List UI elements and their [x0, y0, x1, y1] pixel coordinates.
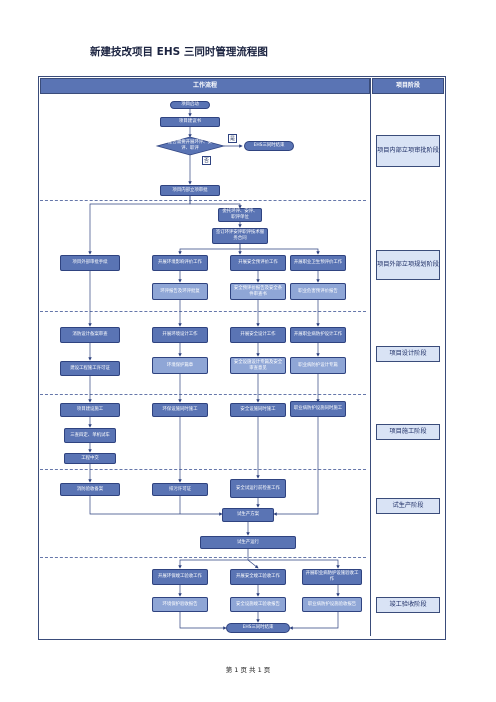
header-work-flow: 工作流程 [40, 78, 370, 94]
node-entrust: 委托环评、安评、职评单位 [218, 208, 262, 222]
node-emission-permit: 排污许可证 [152, 483, 208, 496]
node-permit: 建设工程施工许可证 [60, 361, 120, 376]
node-fire-design: 消防设计备案审查 [60, 327, 120, 343]
page-footer: 第 1 页 共 1 页 [225, 666, 271, 674]
node-env-construct: 环保设施同时施工 [152, 403, 208, 417]
node-ohs-plan: 职业病防护设计专篇 [290, 357, 346, 374]
phase-divider-2 [40, 311, 366, 312]
node-ohs: 开展职业卫生预评价工作 [290, 255, 346, 271]
node-trial-plan: 试生产方案 [222, 508, 274, 522]
node-ehs-end-top: EHS三同时结束 [244, 141, 294, 151]
phase-external-approval: 项目外部立项规划阶段 [376, 250, 440, 280]
node-eia-report: 环评报告及环评批复 [152, 283, 208, 300]
node-safety-report2: 安全设施竣工验收报告 [230, 597, 286, 612]
node-safety-plan: 安全设施设计专篇及安全审查意见 [230, 357, 286, 374]
node-safety-design: 开展安全设计工作 [230, 327, 286, 343]
node-safety-accept: 开展安全竣工验收工作 [230, 569, 286, 585]
node-safety-construct: 安全设施同时施工 [230, 403, 286, 417]
phase-divider-3 [40, 394, 366, 395]
phase-divider-4 [40, 469, 366, 470]
node-env-design: 开展环境设计工作 [152, 327, 208, 343]
node-safety-check: 安全试运行前检查工作 [230, 479, 286, 498]
node-safety: 开展安全预评价工作 [230, 255, 286, 271]
label-yes: 是 [228, 134, 238, 143]
node-eia: 开展环境影响评价工作 [152, 255, 208, 271]
node-env-plan: 环境保护篇章 [152, 357, 208, 374]
decision-diamond [155, 136, 226, 156]
label-no: 否 [202, 156, 212, 165]
node-ohs-design: 开展职业病防护设计工作 [290, 327, 346, 343]
node-decision: 是否需要开展环评、安评、职评 [168, 140, 212, 151]
node-ohs-accept: 开展职业病防护设施验收工作 [302, 569, 362, 585]
node-safety-report: 安全预评价报告及安全条件审查书 [230, 283, 286, 300]
node-start: 项目启动 [170, 101, 210, 109]
phase-construction: 项目施工阶段 [376, 424, 440, 440]
phase-completion-acceptance: 竣工验收阶段 [376, 597, 440, 613]
node-proposal: 项目建议书 [160, 117, 220, 127]
node-ohs-report2: 职业病防护设施验收报告 [302, 597, 362, 612]
node-ohs-report: 职业危害预评价报告 [290, 283, 346, 300]
node-three-trial: 三查四定、单机试车 [64, 428, 116, 443]
node-ohs-construct: 职业病防护设施同时施工 [290, 401, 346, 417]
phase-design: 项目设计阶段 [376, 346, 440, 362]
phase-trial-production: 试生产阶段 [376, 498, 440, 514]
phase-internal-approval: 项目内部立项审批阶段 [376, 135, 440, 167]
phase-divider-1 [40, 200, 366, 201]
header-project-phase: 项目阶段 [372, 78, 444, 94]
node-trial-run: 试生产运行 [200, 536, 296, 549]
node-internal-approval: 项目内部立项审批 [160, 185, 220, 196]
node-fire-accept: 消防验收备案 [60, 483, 120, 496]
page-title: 新建技改项目 EHS 三同时管理流程图 [90, 46, 268, 58]
node-ext-approval: 项目外部审批手续 [60, 255, 120, 271]
node-env-report: 环境保护验收报告 [152, 597, 208, 612]
node-ehs-end: EHS三同时结束 [226, 623, 290, 633]
node-handover: 工程中交 [64, 453, 116, 464]
phase-divider-5 [40, 557, 366, 558]
node-contract: 签订环评安评职评技术服务合同 [212, 228, 268, 244]
node-env-accept: 开展环保竣工验收工作 [152, 569, 208, 585]
node-construction: 项目建设施工 [60, 403, 120, 417]
column-divider [370, 78, 371, 636]
